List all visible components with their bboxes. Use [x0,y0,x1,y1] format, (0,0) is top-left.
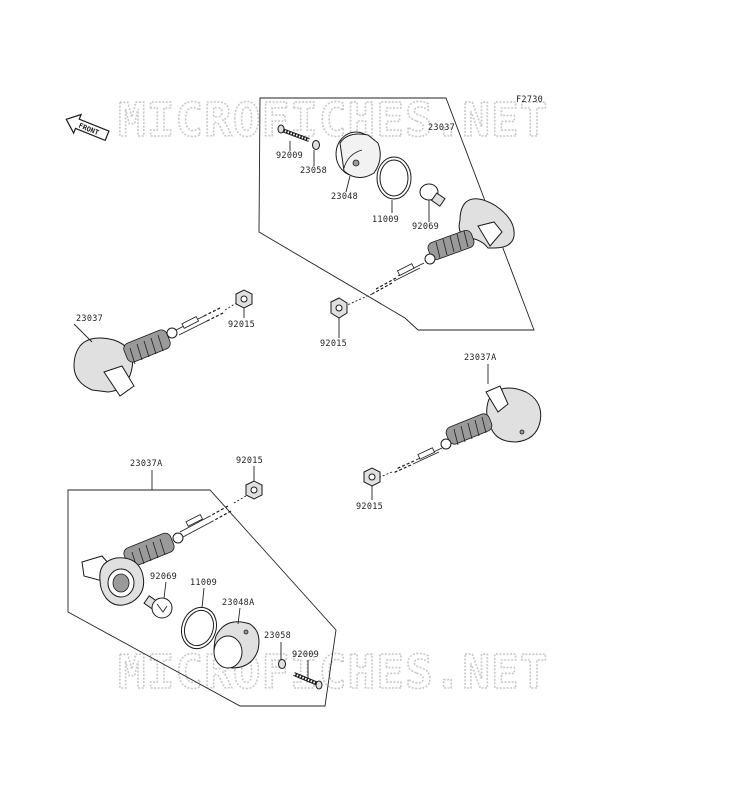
front-label: FRONT [77,122,100,137]
label-23048A-bottom: 23048A [222,598,255,608]
label-23048-top: 23048 [331,192,358,202]
svg-text:MICROFICHES.NET: MICROFICHES.NET [118,93,548,147]
washer-23058-bottom [278,659,286,669]
bulb-92069-bottom [143,595,173,619]
front-arrow-icon: FRONT [65,113,110,142]
left-assembly: 23037 92015 [73,289,255,397]
label-11009-bottom: 11009 [190,578,217,588]
watermark-bottom: MICROFICHES.NET [117,644,548,700]
gasket-11009-top [376,156,412,200]
label-23037-left: 23037 [76,314,103,324]
label-23058-top: 23058 [300,166,327,176]
svg-text:MICROFICHES.NET: MICROFICHES.NET [118,645,548,699]
label-92069-bottom: 92069 [150,572,177,582]
label-92015-bottom: 92015 [236,456,263,466]
housing-23037A-bottom [81,555,145,606]
bulb-92069-top [419,183,446,207]
nut-92015-top [330,297,348,319]
label-23037A-right: 23037A [464,353,497,363]
nut-92015-bottom [245,480,263,500]
nut-92015-right [363,467,381,487]
housing-23037-top [344,198,515,307]
label-92015-right: 92015 [356,502,383,512]
right-assembly: 23037A 92015 [356,353,542,512]
gasket-11009-bottom [180,606,218,650]
label-23058-bottom: 23058 [264,631,291,641]
label-11009-top: 11009 [372,215,399,225]
diagram-code: F2730 [516,95,543,105]
bolt-92009-top [277,124,310,142]
label-92009-bottom: 92009 [292,650,319,660]
bottom-assembly: 23037A 92015 92069 11009 23048A 23058 92… [67,456,337,707]
label-92069-top: 92069 [412,222,439,232]
watermark-top: MICROFICHES.NET [117,92,548,148]
label-92015-top: 92015 [320,339,347,349]
label-23037A-bottom: 23037A [130,459,163,469]
label-92009-top: 92009 [276,151,303,161]
lens-23048A-bottom [213,621,260,669]
top-assembly: 23037 92009 23058 23048 11009 92069 9201… [258,97,535,349]
bolt-92009-bottom [293,672,323,690]
label-92015-left: 92015 [228,320,255,330]
nut-92015-left [235,289,253,309]
washer-23058-top [312,140,320,150]
lens-23048-top [335,131,381,178]
label-23037-top: 23037 [428,123,455,133]
